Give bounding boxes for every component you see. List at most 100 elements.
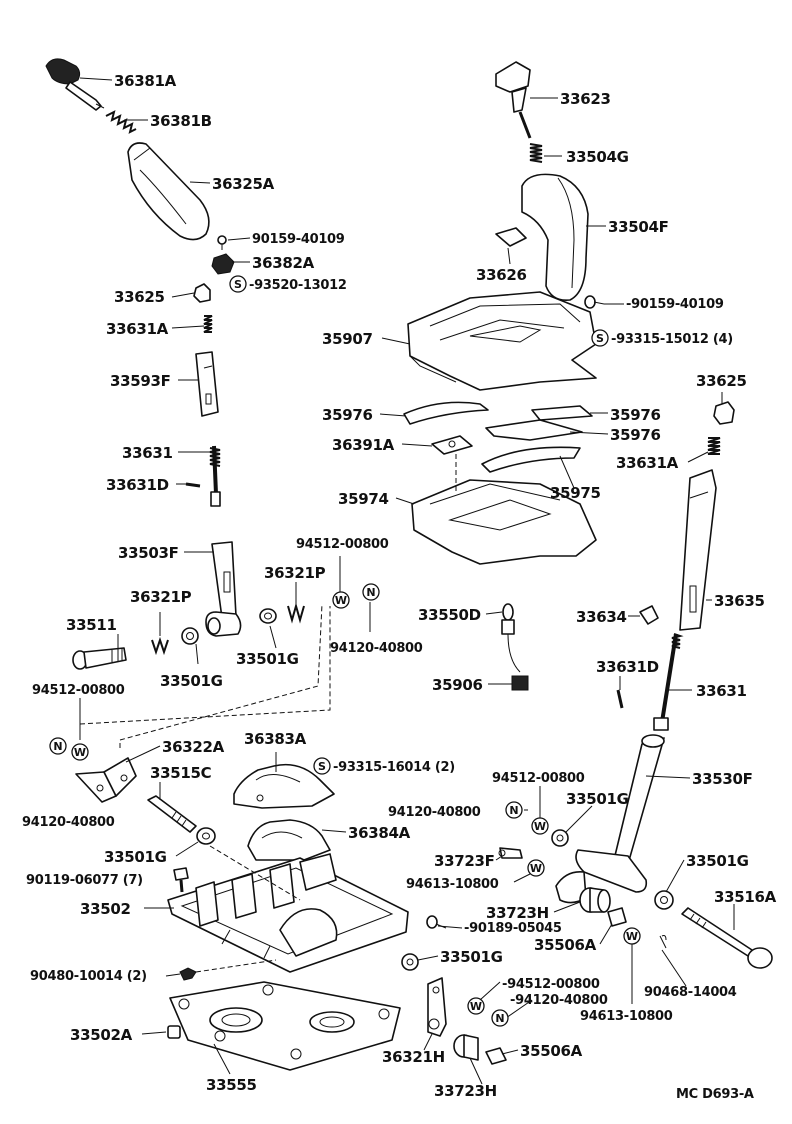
label-36321P-left: 36321P: [130, 588, 192, 606]
part-35976-plate-c: [485, 419, 583, 441]
label-35975: 35975: [550, 484, 601, 502]
label-94512-left: 94512-00800: [32, 683, 125, 698]
part-90159-screw-right: [584, 295, 605, 309]
label-94120-left: 94120-40800: [22, 815, 115, 830]
part-35506A-sleeve-mid: [607, 907, 627, 927]
dash-line-bracket: [79, 606, 331, 732]
badge-s-93315-15012: S: [591, 329, 609, 347]
label-36322A: 36322A: [162, 738, 225, 756]
svg-text:N: N: [495, 1012, 504, 1025]
part-33515C-shaft: [147, 795, 197, 833]
part-35974-cover: [411, 479, 597, 565]
label-90159-left: 90159-40109: [252, 232, 345, 247]
part-33631A-spring-left: [203, 315, 213, 333]
badge-w-94512-right: W: [531, 817, 549, 835]
label-93315-16014: -93315-16014 (2): [333, 760, 455, 775]
label-35506A-bottom: 35506A: [520, 1042, 583, 1060]
label-35906: 35906: [432, 676, 483, 694]
part-36321H-link: [427, 977, 447, 1037]
label-90468: 90468-14004: [644, 985, 737, 1000]
part-33501G-bushing-e: [551, 829, 569, 847]
badge-n-94120-left: N: [49, 737, 67, 755]
label-36384A: 36384A: [348, 824, 411, 842]
label-33593F: 33593F: [110, 372, 171, 390]
part-labels: 36381A 36381B 36325A 90159-40109 36382A …: [22, 72, 777, 1102]
part-36325A-cover: [127, 142, 210, 241]
label-90189: -90189-05045: [464, 921, 562, 936]
part-35906-socket: [511, 675, 529, 691]
part-33723H-collar-mid: [579, 887, 611, 913]
part-35976-plate-a: [403, 401, 489, 425]
label-33501G-c: 33501G: [104, 848, 167, 866]
badge-w-94613-bottom: W: [623, 927, 641, 945]
part-90468-cotter: [659, 935, 667, 949]
part-35506A-sleeve-bottom: [485, 1047, 507, 1065]
part-33625-right: [713, 401, 735, 425]
label-33723H-mid: 33723H: [486, 904, 549, 922]
label-33625-left: 33625: [114, 288, 165, 306]
label-33631A-left: 33631A: [106, 320, 169, 338]
badge-n-94120-bottom: N: [491, 1009, 509, 1027]
label-94512-right: 94512-00800: [492, 771, 585, 786]
label-93520: -93520-13012: [249, 278, 347, 293]
part-33625-left: [193, 283, 211, 303]
label-33502A: 33502A: [70, 1026, 133, 1044]
svg-text:S: S: [234, 278, 242, 291]
part-33501G-bushing-c: [196, 827, 216, 845]
label-33631D-left: 33631D: [106, 476, 169, 494]
svg-text:W: W: [335, 594, 347, 607]
badge-w-94512-top: W: [332, 591, 350, 609]
part-36381B-spring: [105, 110, 137, 134]
part-33504F-cover: [521, 173, 589, 302]
leader-lines: [79, 77, 735, 1085]
part-33631A-spring-right: [707, 437, 721, 455]
label-33626: 33626: [476, 266, 527, 284]
part-33501G-bushing-b: [181, 627, 199, 645]
part-36321P-spring-left: [151, 636, 169, 656]
label-35976-a: 35976: [322, 406, 373, 424]
label-33631A-right: 33631A: [616, 454, 679, 472]
part-33631D-pin-left: [185, 482, 201, 488]
label-33504F: 33504F: [608, 218, 669, 236]
part-33511-bolt: [72, 647, 127, 670]
label-33631D-right: 33631D: [596, 658, 659, 676]
label-90159-right: -90159-40109: [626, 297, 724, 312]
dash-line-bracket-2: [119, 603, 323, 748]
part-33723H-collar-bottom: [453, 1034, 479, 1061]
svg-text:N: N: [509, 804, 518, 817]
part-33631-rod-right: [653, 633, 684, 731]
label-33501G-d: 33501G: [440, 948, 503, 966]
part-33501G-bushing-a: [259, 608, 277, 624]
svg-text:W: W: [470, 1000, 482, 1013]
label-33511: 33511: [66, 616, 117, 634]
label-33555: 33555: [206, 1076, 257, 1094]
label-94613-bottom: 94613-10800: [580, 1009, 673, 1024]
label-33625-right: 33625: [696, 372, 747, 390]
part-33623-knob: [495, 61, 532, 139]
label-33502: 33502: [80, 900, 131, 918]
svg-text:W: W: [534, 820, 546, 833]
label-35506A-mid: 35506A: [534, 936, 597, 954]
part-33504G-spring: [529, 143, 543, 163]
label-33631-right: 33631: [696, 682, 747, 700]
label-33550D: 33550D: [418, 606, 481, 624]
part-90159-screw-left: [217, 235, 227, 250]
label-36321P-mid: 36321P: [264, 564, 326, 582]
label-94512-bottom: -94512-00800: [502, 977, 600, 992]
part-33635-bar: [679, 469, 717, 631]
part-36391A-block: [431, 435, 473, 455]
label-33530F: 33530F: [692, 770, 753, 788]
label-36382A: 36382A: [252, 254, 315, 272]
label-36321H: 36321H: [382, 1048, 445, 1066]
badge-s-93520: S: [229, 275, 247, 293]
label-33501G-a: 33501G: [236, 650, 299, 668]
part-90119-bolt: [173, 867, 189, 893]
part-33501G-bushing-f: [654, 890, 674, 910]
part-33631-rod-left: [209, 445, 221, 507]
part-33634-clip: [639, 605, 659, 625]
label-33635: 33635: [714, 592, 765, 610]
badge-w-94613-right: W: [527, 859, 545, 877]
part-35975-plate: [481, 446, 581, 473]
label-33723H-bottom: 33723H: [434, 1082, 497, 1100]
